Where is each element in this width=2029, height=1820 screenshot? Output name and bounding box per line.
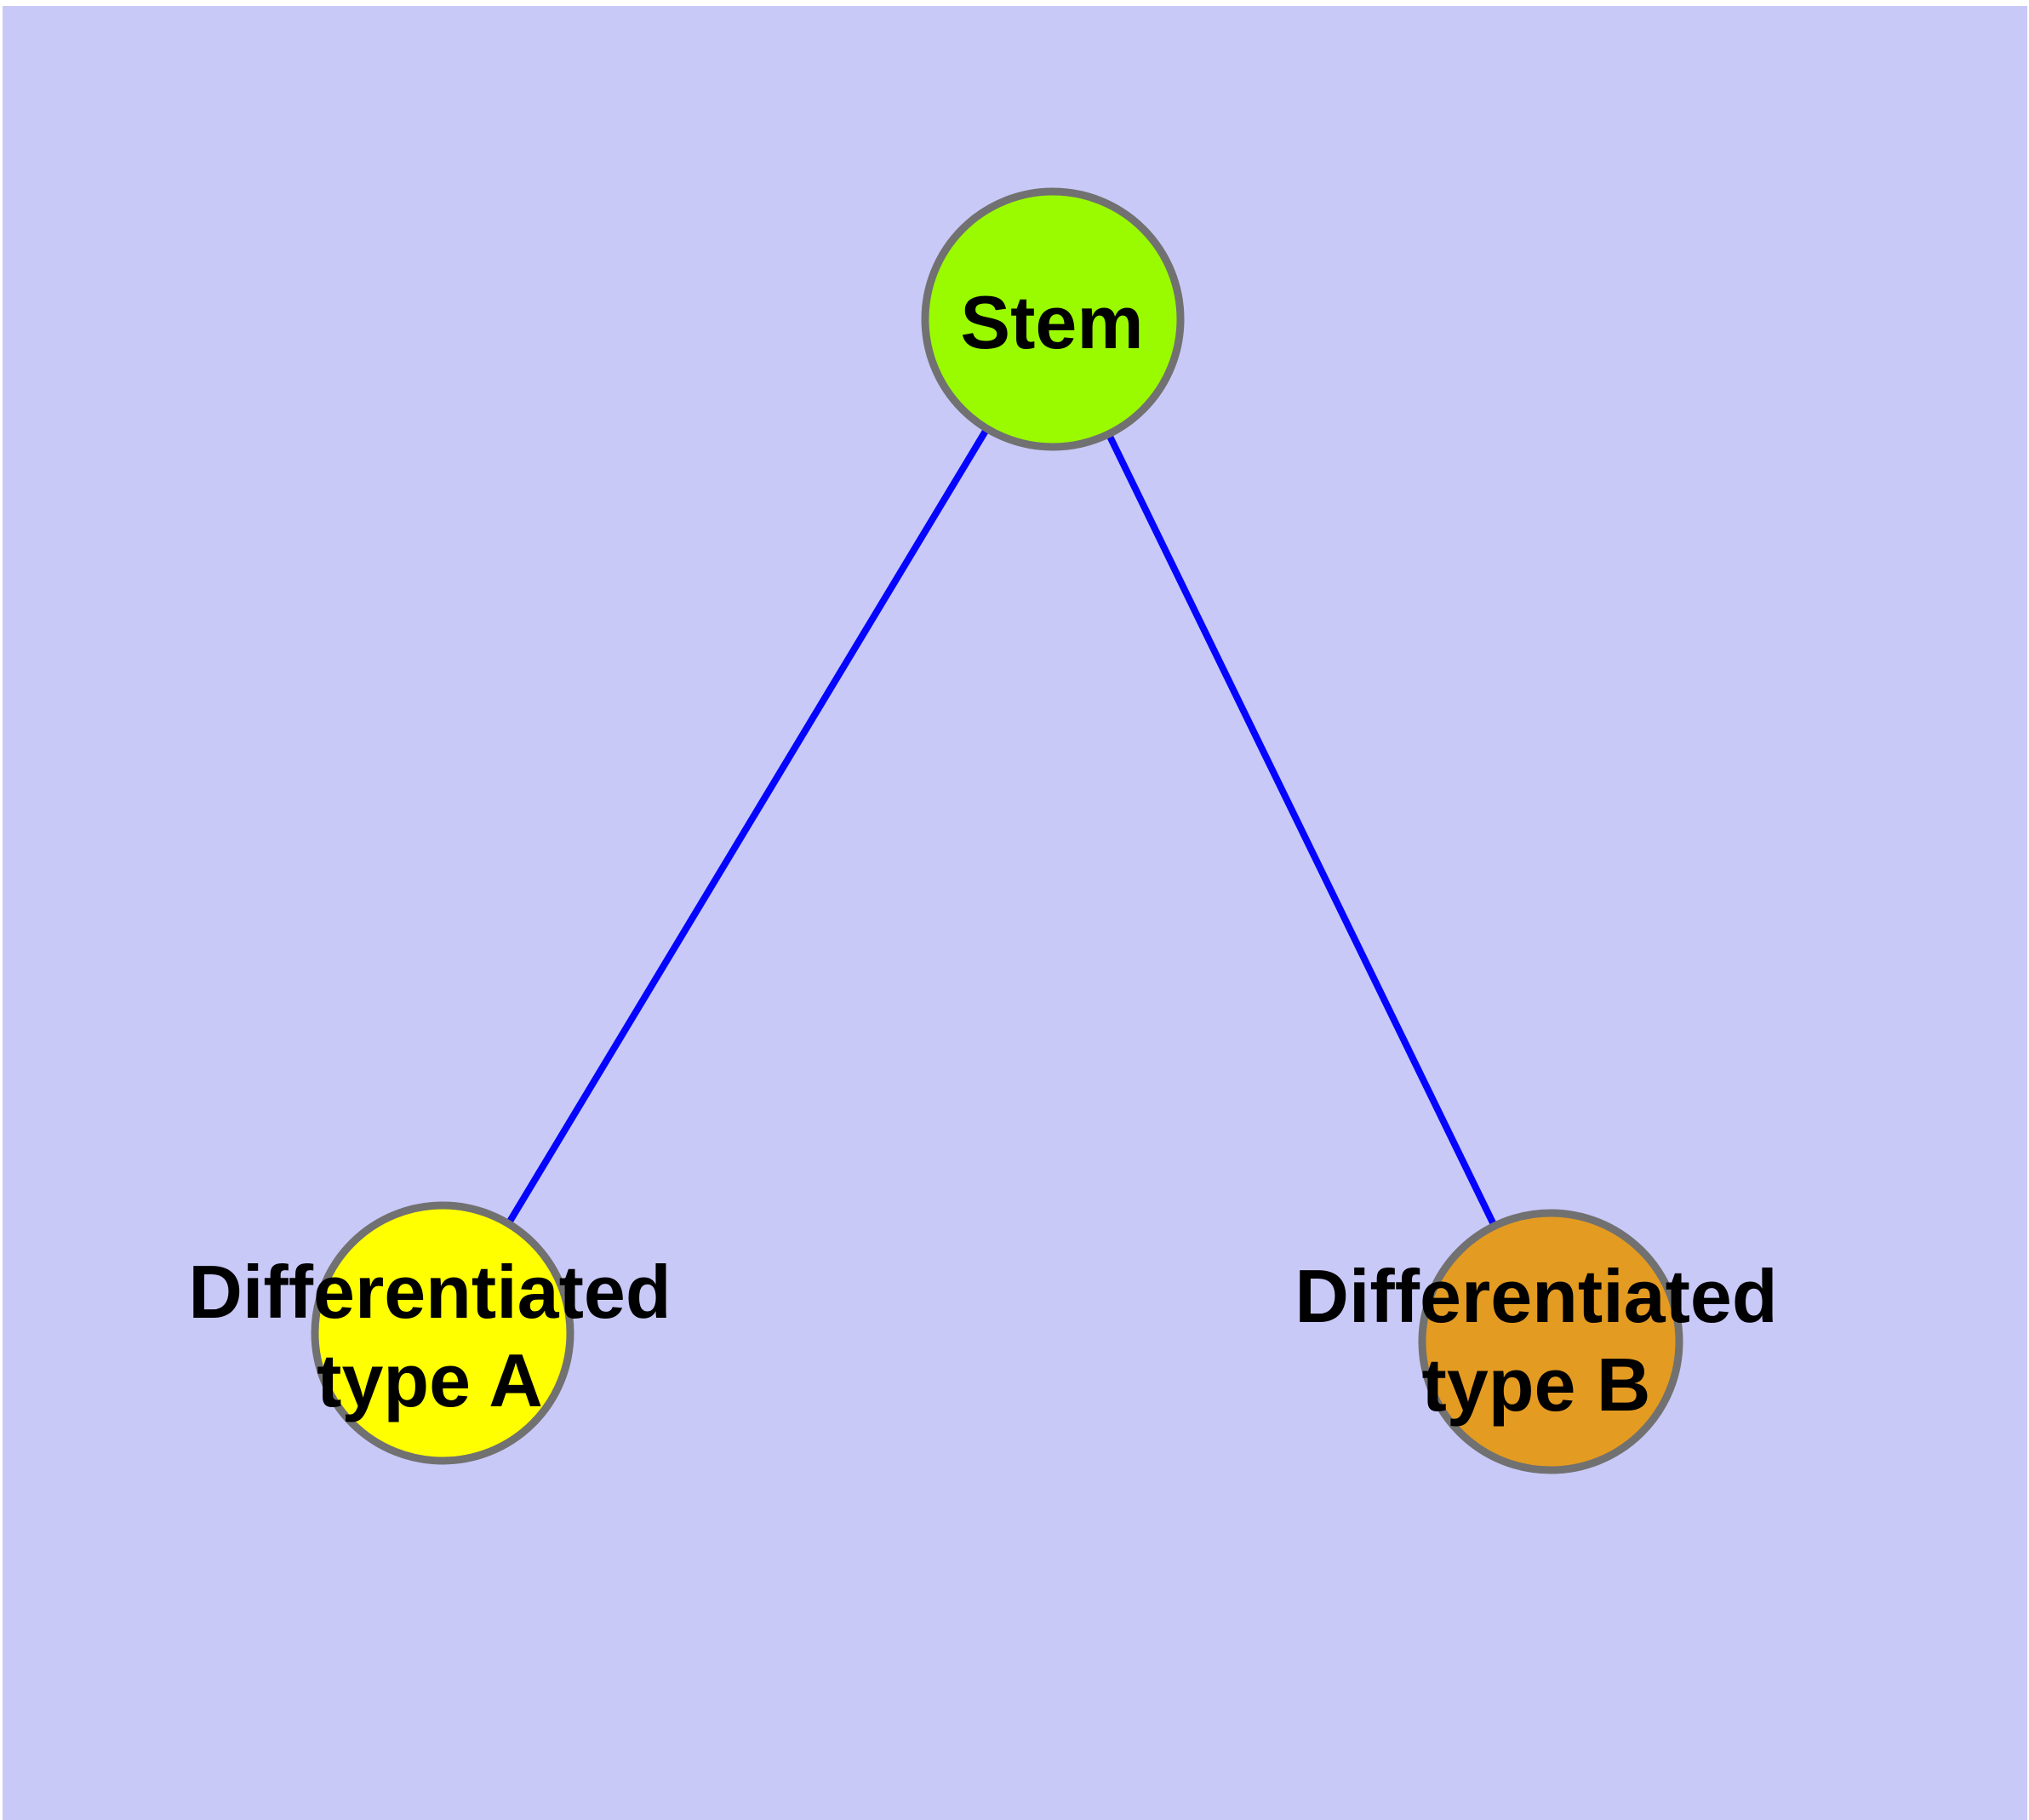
node-stem-label: Stem [960,280,1144,364]
node-stem [921,187,1185,451]
node-differentiated-type-a-label: Differentiated type A [188,1250,672,1422]
node-differentiated-type-a [311,1201,574,1465]
edge-stem-to-type-a [439,317,1056,1336]
node-differentiated-type-b-label: Differentiated type B [1295,1254,1778,1427]
edge-stem-to-type-b [1049,318,1554,1343]
node-differentiated-type-b [1418,1209,1683,1474]
